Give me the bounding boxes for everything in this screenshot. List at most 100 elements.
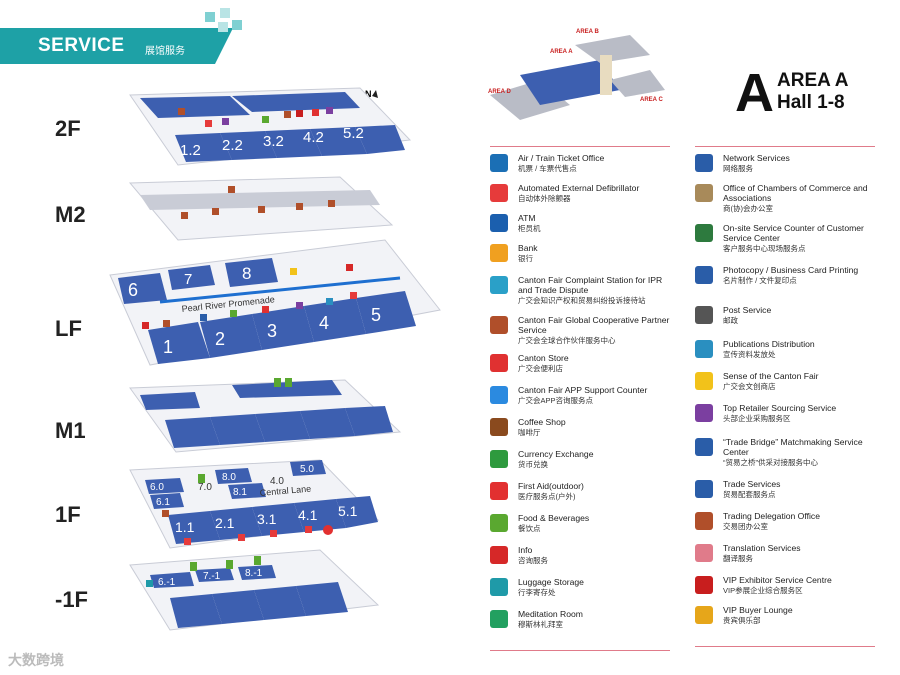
area-overview-map: AREA B AREA A AREA D AREA C bbox=[488, 29, 665, 120]
hall-label: 3.2 bbox=[263, 133, 284, 150]
area-label: AREA A bbox=[550, 49, 573, 55]
service-banner: SERVICE 展馆服务 bbox=[0, 28, 215, 64]
legend-label-zh: 网络服务 bbox=[723, 164, 753, 173]
legend-label-en: Canton Store bbox=[518, 353, 569, 363]
floor-plan-minus1f[interactable]: 6.-1 7.-1 8.-1 bbox=[129, 549, 380, 631]
legend-label-zh: 柜员机 bbox=[518, 224, 541, 233]
legend-label-zh: 客户服务中心现场服务点 bbox=[723, 244, 806, 253]
decor-square bbox=[220, 8, 230, 18]
vip-icon bbox=[695, 576, 713, 594]
legend-label-en: Top Retailer Sourcing Service bbox=[723, 403, 837, 413]
floor-label-m2: M2 bbox=[55, 202, 86, 227]
compass-icon: N bbox=[365, 89, 378, 99]
legend-divider bbox=[490, 650, 670, 651]
globe-icon bbox=[695, 404, 713, 422]
hall-label: 6.1 bbox=[156, 497, 170, 508]
area-label: AREA B bbox=[576, 29, 599, 35]
hall-label: 4.2 bbox=[303, 129, 324, 146]
decor-square bbox=[205, 12, 215, 22]
plane-icon bbox=[490, 154, 508, 172]
hall-label: 8.-1 bbox=[245, 568, 263, 579]
hall-label: 6.-1 bbox=[158, 577, 176, 588]
legend-label-en: Canton Fair APP Support Counter bbox=[518, 385, 648, 395]
store-icon bbox=[490, 354, 508, 372]
hall-label: 2.1 bbox=[215, 515, 235, 531]
legend-label-zh: 银行 bbox=[518, 254, 533, 263]
legend-label-zh: 穆斯林礼拜室 bbox=[518, 620, 563, 629]
legend-label-en: Photocopy / Business Card Printing bbox=[723, 265, 859, 275]
legend-divider bbox=[490, 146, 670, 147]
network-icon bbox=[695, 154, 713, 172]
hall-label: 8.1 bbox=[233, 487, 247, 498]
hall-label: 2 bbox=[215, 329, 225, 349]
legend-label-zh: 头部企业采购服务区 bbox=[723, 414, 791, 423]
legend-label-zh: 医疗服务点(户外) bbox=[518, 492, 576, 501]
legend-label-en: “Trade Bridge” Matchmaking Service Cente… bbox=[723, 437, 863, 457]
luggage-icon bbox=[490, 578, 508, 596]
publications-icon bbox=[695, 340, 713, 358]
post-icon bbox=[695, 306, 713, 324]
legend-label-en: Office of Chambers of Commerce and Assoc… bbox=[723, 183, 868, 203]
legend-label-zh: 贵宾俱乐部 bbox=[723, 616, 761, 625]
handshake-icon bbox=[490, 316, 508, 334]
hall-label: 7 bbox=[184, 271, 192, 288]
copy-icon bbox=[695, 266, 713, 284]
floor-plan-m2[interactable] bbox=[128, 176, 394, 241]
floor-plan-1f[interactable]: Central Lane 1.1 2.1 3.1 4.1 5.1 6.0 6.1… bbox=[129, 459, 380, 549]
floor-label-m1: M1 bbox=[55, 418, 86, 443]
floor-plan-lf[interactable]: Pearl River Promenade 1 2 3 4 5 6 7 8 bbox=[109, 239, 441, 366]
hall-label: 2.2 bbox=[222, 137, 243, 154]
hall-label: 6 bbox=[128, 280, 138, 300]
area-title-line1: AREA A bbox=[777, 70, 849, 91]
ipr-icon bbox=[490, 276, 508, 294]
legend-label-zh: 商(协)会办公室 bbox=[723, 204, 773, 213]
legend-label-zh: 行李寄存处 bbox=[518, 588, 556, 597]
coffee-icon bbox=[490, 418, 508, 436]
vip-buyer-icon bbox=[695, 606, 713, 624]
legend-label-zh: 自动体外除颤器 bbox=[518, 194, 571, 203]
food-icon bbox=[490, 514, 508, 532]
area-title: AREA A Hall 1-8 bbox=[777, 70, 848, 114]
meditation-icon bbox=[490, 610, 508, 628]
legend-label-en: Publications Distribution bbox=[723, 339, 815, 349]
hall-label: 7.-1 bbox=[203, 571, 221, 582]
hall-label: 5.0 bbox=[300, 464, 314, 475]
hall-label: 5 bbox=[371, 305, 381, 325]
legend-label-en: Luggage Storage bbox=[518, 577, 584, 587]
legend-label-en: On-site Service Counter of Customer Serv… bbox=[723, 223, 864, 243]
legend-label-en: First Aid(outdoor) bbox=[518, 481, 584, 491]
heart-defib-icon bbox=[490, 184, 508, 202]
floor-plan-m1[interactable] bbox=[129, 378, 402, 453]
legend-label-en: VIP Buyer Lounge bbox=[723, 605, 793, 615]
hall-label: 4.0 bbox=[270, 476, 284, 487]
app-icon bbox=[490, 386, 508, 404]
lane-label: Central Lane bbox=[259, 484, 311, 498]
banner-tail bbox=[215, 28, 233, 64]
legend-label-zh: “贸易之桥”供采对接服务中心 bbox=[723, 458, 818, 467]
legend-label-zh: 机票 / 车票代售点 bbox=[518, 164, 577, 173]
legend-label-zh: 交易团办公室 bbox=[723, 522, 768, 531]
legend-label-zh: 广交会APP咨询服务点 bbox=[518, 396, 594, 405]
legend-label-en: Bank bbox=[518, 243, 538, 253]
floor-plan-2f[interactable]: 1.2 2.2 3.2 4.2 5.2 bbox=[129, 87, 412, 166]
hall-label: 4.1 bbox=[298, 507, 318, 523]
hall-label: 8.0 bbox=[222, 472, 236, 483]
hall-label: 1.1 bbox=[175, 519, 195, 535]
delegation-icon bbox=[695, 512, 713, 530]
floor-label-minus1f: -1F bbox=[55, 587, 88, 612]
chamber-icon bbox=[695, 184, 713, 202]
banner-subtitle: 展馆服务 bbox=[145, 46, 185, 57]
info-icon bbox=[490, 546, 508, 564]
hall-label: 8 bbox=[242, 264, 251, 283]
legend-label-zh: 邮政 bbox=[723, 316, 738, 325]
legend-label-zh: 名片制作 / 文件复印点 bbox=[723, 276, 797, 285]
legend-label-en: Food & Beverages bbox=[518, 513, 590, 523]
trade-bridge-icon bbox=[695, 438, 713, 456]
hall-label: 3 bbox=[267, 321, 277, 341]
legend-label-en: Sense of the Canton Fair bbox=[723, 371, 819, 381]
translation-icon bbox=[695, 544, 713, 562]
bank-icon bbox=[490, 244, 508, 262]
legend-label-en: VIP Exhibitor Service Centre bbox=[723, 575, 832, 585]
legend-label-zh: 广交会便利店 bbox=[518, 364, 563, 373]
legend-divider bbox=[695, 646, 875, 647]
